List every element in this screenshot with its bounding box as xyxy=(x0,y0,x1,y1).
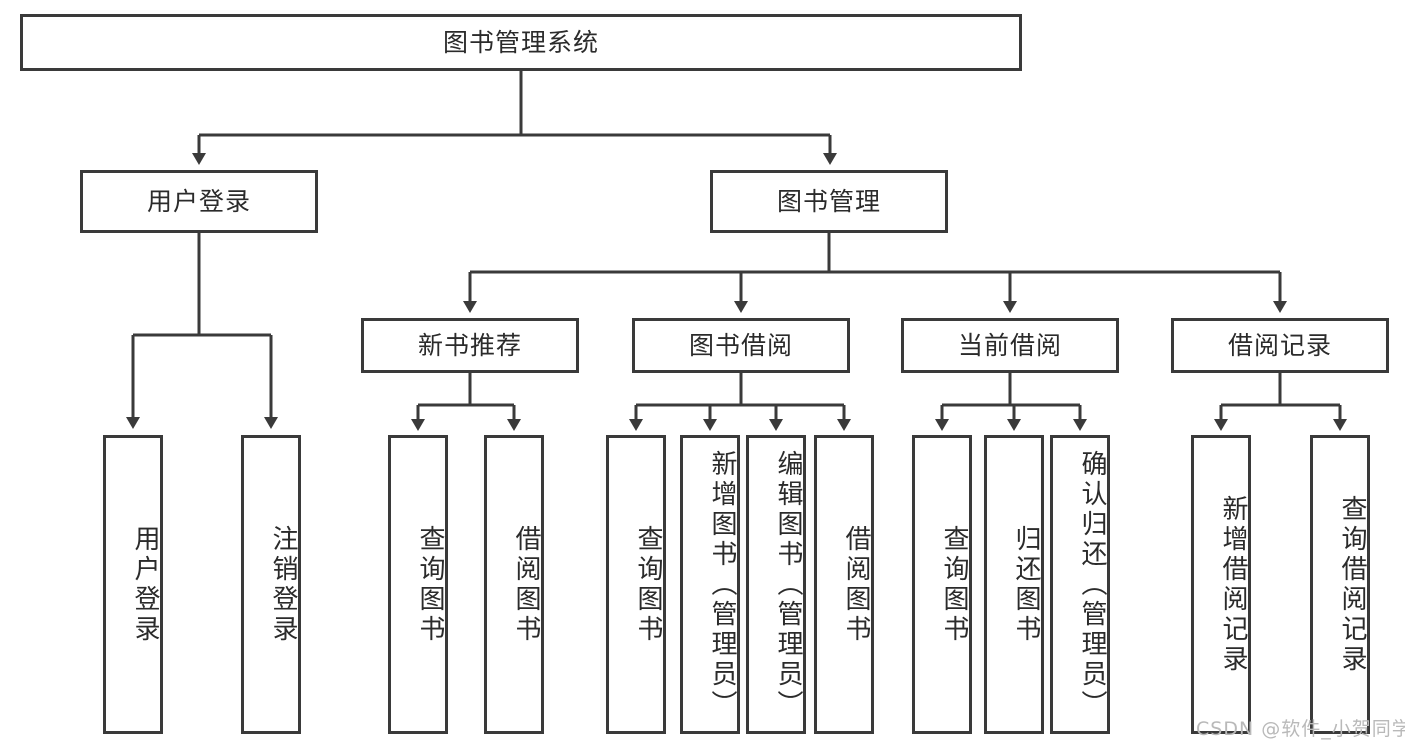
node-leaf-query-record-label: 查询借阅记录 xyxy=(1337,494,1367,675)
node-leaf-add-record-label: 新增借阅记录 xyxy=(1218,494,1248,675)
node-book-borrow-label: 图书借阅 xyxy=(688,330,793,360)
node-leaf-add-book[interactable]: 新增图书（管理员） xyxy=(680,435,740,734)
node-leaf-borrow-book-1[interactable]: 借阅图书 xyxy=(484,435,544,734)
node-borrow-record[interactable]: 借阅记录 xyxy=(1171,318,1389,373)
node-leaf-return-book-label: 归还图书 xyxy=(1011,524,1041,645)
node-leaf-logout-label: 注销登录 xyxy=(268,524,298,645)
node-leaf-user-login[interactable]: 用户登录 xyxy=(103,435,163,734)
node-leaf-confirm-return-label: 确认归还（管理员） xyxy=(1077,449,1107,720)
node-new-book-rec[interactable]: 新书推荐 xyxy=(361,318,579,373)
node-current-borrow-label: 当前借阅 xyxy=(957,330,1062,360)
node-leaf-add-record[interactable]: 新增借阅记录 xyxy=(1191,435,1251,734)
node-leaf-return-book[interactable]: 归还图书 xyxy=(984,435,1044,734)
node-leaf-confirm-return[interactable]: 确认归还（管理员） xyxy=(1050,435,1110,734)
node-leaf-query-book-3[interactable]: 查询图书 xyxy=(912,435,972,734)
node-book-manage[interactable]: 图书管理 xyxy=(710,170,948,233)
node-leaf-borrow-book-1-label: 借阅图书 xyxy=(511,524,541,645)
node-book-manage-label: 图书管理 xyxy=(776,186,881,216)
node-leaf-edit-book[interactable]: 编辑图书（管理员） xyxy=(746,435,806,734)
node-borrow-record-label: 借阅记录 xyxy=(1227,330,1332,360)
node-leaf-query-book-2[interactable]: 查询图书 xyxy=(606,435,666,734)
node-leaf-logout[interactable]: 注销登录 xyxy=(241,435,301,734)
node-leaf-borrow-book-2[interactable]: 借阅图书 xyxy=(814,435,874,734)
node-leaf-query-book-2-label: 查询图书 xyxy=(633,524,663,645)
watermark: CSDN @软件_小贺同学 xyxy=(1196,718,1405,740)
node-leaf-query-record[interactable]: 查询借阅记录 xyxy=(1310,435,1370,734)
node-root-label: 图书管理系统 xyxy=(442,27,599,57)
node-user-login-label: 用户登录 xyxy=(146,186,251,216)
node-leaf-query-book-3-label: 查询图书 xyxy=(939,524,969,645)
node-leaf-user-login-label: 用户登录 xyxy=(130,524,160,645)
node-user-login[interactable]: 用户登录 xyxy=(80,170,318,233)
node-new-book-rec-label: 新书推荐 xyxy=(417,330,522,360)
node-current-borrow[interactable]: 当前借阅 xyxy=(901,318,1119,373)
node-leaf-edit-book-label: 编辑图书（管理员） xyxy=(773,449,803,720)
node-leaf-add-book-label: 新增图书（管理员） xyxy=(707,449,737,720)
node-leaf-query-book-1-label: 查询图书 xyxy=(415,524,445,645)
node-root[interactable]: 图书管理系统 xyxy=(20,14,1022,71)
node-book-borrow[interactable]: 图书借阅 xyxy=(632,318,850,373)
node-leaf-borrow-book-2-label: 借阅图书 xyxy=(841,524,871,645)
node-leaf-query-book-1[interactable]: 查询图书 xyxy=(388,435,448,734)
